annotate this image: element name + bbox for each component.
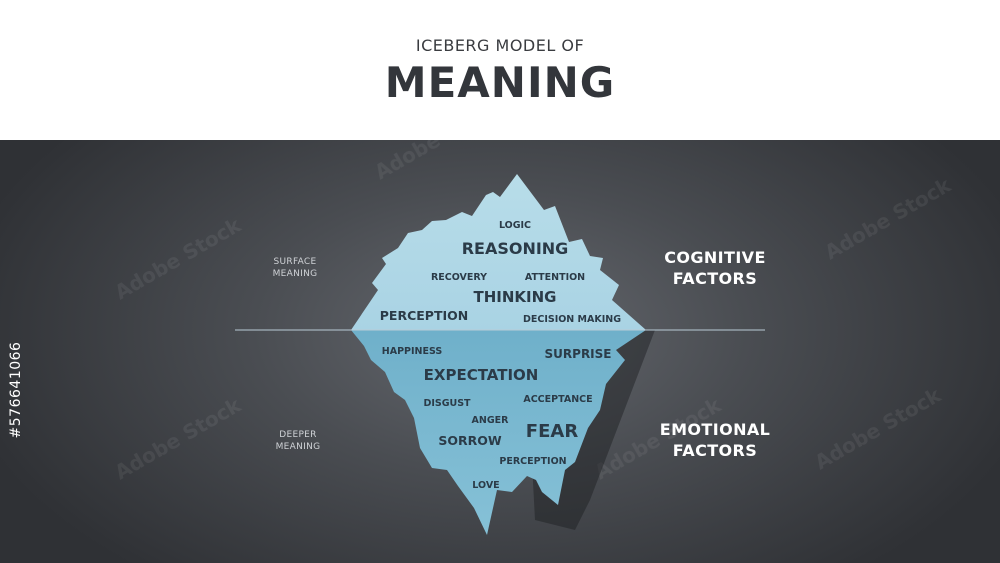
emotional-factors-label: EMOTIONAL FACTORS: [645, 419, 785, 461]
term-love: LOVE: [472, 480, 499, 491]
iceberg-submerged: [351, 330, 646, 535]
watermark-mark: Adobe Stock: [821, 173, 956, 265]
watermark-mark: Adobe Stock: [811, 0, 946, 74]
term-thinking: THINKING: [474, 288, 557, 306]
emotional-line2: FACTORS: [672, 441, 758, 460]
cognitive-factors-label: COGNITIVE FACTORS: [645, 247, 785, 289]
emotional-line1: EMOTIONAL: [659, 420, 771, 439]
subtitle: ICEBERG MODEL OF: [415, 36, 585, 55]
surface-label-line1: SURFACE: [273, 257, 317, 267]
term-expectation: EXPECTATION: [424, 366, 539, 384]
term-recovery: RECOVERY: [431, 272, 487, 283]
header: ICEBERG MODEL OF MEANING: [0, 0, 1000, 140]
below-water-terms: HAPPINESS SURPRISE EXPECTATION DISGUST A…: [382, 346, 612, 491]
watermark-mark: Adobe Stock: [811, 383, 946, 475]
term-disgust: DISGUST: [423, 398, 471, 409]
surface-meaning-label: SURFACE MEANING: [255, 256, 335, 280]
term-surprise: SURPRISE: [545, 347, 612, 361]
stock-id-text: #576641066: [8, 341, 24, 439]
stock-id-vertical: #576641066: [8, 310, 24, 470]
page-title: MEANING: [384, 58, 616, 107]
watermark-mark: Adobe Stock: [111, 213, 246, 305]
term-attention: ATTENTION: [525, 272, 585, 283]
term-decision-making: DECISION MAKING: [523, 314, 621, 325]
iceberg-tip: [351, 174, 646, 330]
term-acceptance: ACCEPTANCE: [523, 394, 592, 405]
term-sorrow: SORROW: [438, 433, 502, 448]
above-water-terms: LOGIC REASONING RECOVERY ATTENTION THINK…: [380, 220, 621, 325]
deeper-label-line2: MEANING: [275, 442, 321, 452]
cognitive-line2: FACTORS: [672, 269, 758, 288]
term-happiness: HAPPINESS: [382, 346, 443, 357]
deeper-label-line1: DEEPER: [279, 430, 317, 440]
term-perception-bottom: PERCEPTION: [499, 456, 566, 467]
term-logic: LOGIC: [499, 220, 531, 231]
term-perception-top: PERCEPTION: [380, 308, 468, 323]
watermark-mark: Adobe Stock: [371, 93, 506, 185]
watermark-mark: Adobe Stock: [31, 0, 166, 64]
term-reasoning: REASONING: [462, 239, 569, 258]
cognitive-line1: COGNITIVE: [664, 248, 766, 267]
term-anger: ANGER: [472, 415, 510, 426]
deeper-meaning-label: DEEPER MEANING: [258, 429, 338, 453]
watermark-mark: Adobe Stock: [111, 393, 246, 485]
surface-label-line2: MEANING: [272, 269, 318, 279]
term-fear: FEAR: [526, 421, 579, 442]
